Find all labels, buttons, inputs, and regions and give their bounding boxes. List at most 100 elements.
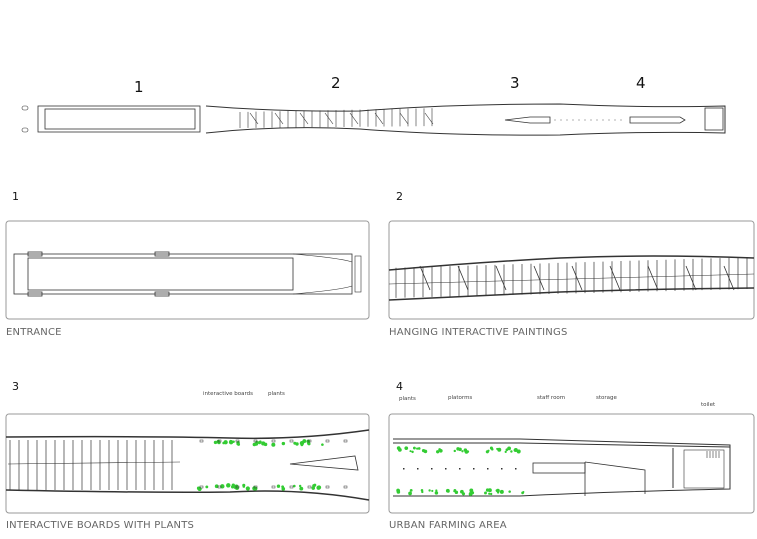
plant [423, 450, 425, 452]
bollard [22, 106, 28, 110]
board-marker [290, 486, 293, 488]
tag-plants: plants [268, 391, 285, 397]
board-marker [200, 440, 203, 442]
tag-interactive-boards: interactive boards [203, 391, 253, 397]
entrance-inner [45, 109, 195, 129]
plant [438, 448, 441, 451]
platform-dot [567, 120, 568, 121]
platform-marker [501, 468, 503, 470]
plant [435, 489, 437, 491]
panel-frame-2 [389, 221, 754, 319]
plant [510, 450, 512, 452]
plant [299, 487, 303, 491]
hanging-painting [648, 266, 658, 290]
plant [316, 486, 320, 490]
plant [397, 446, 401, 450]
overview-label-3: 3 [510, 74, 520, 92]
plant [496, 489, 500, 493]
platform-marker [473, 468, 475, 470]
board-marker [290, 440, 293, 442]
tunnel-walls [393, 439, 730, 496]
overview-label-1: 1 [134, 78, 144, 96]
panel-frame-1 [6, 221, 369, 319]
panel-1-caption: ENTRANCE [6, 327, 62, 338]
plant [411, 451, 413, 453]
plant [454, 450, 456, 452]
board-marker [272, 486, 275, 488]
plant [522, 491, 524, 493]
board-marker [344, 486, 347, 488]
plant [226, 484, 230, 488]
tag-plants: plants [399, 396, 416, 402]
entrance-inner [28, 258, 293, 290]
gallery-axis [389, 274, 754, 284]
board-marker [272, 440, 275, 442]
plant [435, 491, 439, 495]
platform-dot [561, 120, 562, 121]
plant [428, 489, 430, 491]
plant [408, 491, 412, 495]
plant [410, 489, 413, 492]
panel-4-caption: URBAN FARMING AREA [389, 520, 507, 531]
plant [500, 490, 504, 494]
platform-marker [445, 468, 447, 470]
tunnel-outline [206, 104, 725, 135]
painting-board [350, 113, 358, 124]
plant [205, 485, 208, 488]
plant [488, 493, 490, 495]
plant [312, 484, 315, 487]
plant [456, 447, 459, 450]
panel-2-caption: HANGING INTERACTIVE PAINTINGS [389, 327, 568, 338]
hanging-painting [686, 266, 696, 290]
platform-dot [603, 120, 604, 121]
hanging-painting [572, 266, 582, 290]
board-marker [326, 486, 329, 488]
platform-dot [609, 120, 610, 121]
platform-marker [459, 468, 461, 470]
painting-board [400, 113, 408, 124]
plant [508, 490, 511, 493]
plant [497, 448, 501, 452]
painting-board [250, 113, 258, 124]
plant [282, 442, 285, 445]
platform-marker [515, 468, 517, 470]
plant [299, 485, 301, 487]
plant [223, 440, 227, 444]
plant [421, 489, 424, 492]
platform-dot [591, 120, 592, 121]
plant [431, 490, 433, 492]
staff-room [533, 463, 585, 473]
plant [214, 441, 217, 444]
platform-dot [615, 120, 616, 121]
hanging-painting [458, 266, 468, 290]
plant [418, 447, 421, 450]
panel-3-number: 3 [12, 380, 19, 393]
hanging-painting [534, 266, 544, 290]
panel-2-number: 2 [396, 190, 403, 203]
plant [404, 446, 408, 450]
tag-storage: storage [596, 395, 617, 401]
tag-staff-room: staff room [537, 395, 565, 401]
platform-dot [621, 120, 622, 121]
entrance-gate [355, 256, 361, 292]
plant [277, 485, 280, 488]
plant [271, 443, 275, 447]
platform-marker [417, 468, 419, 470]
plant [264, 443, 268, 447]
tag-toilet: toilet [701, 402, 715, 408]
platform [290, 456, 358, 470]
tunnel-walls [6, 430, 369, 500]
plant [461, 450, 463, 452]
platform [505, 117, 550, 123]
tunnel-mouth [293, 254, 352, 294]
platform [630, 117, 685, 123]
board-marker [308, 486, 311, 488]
plant [246, 486, 250, 490]
plant [436, 450, 439, 453]
board-marker [344, 440, 347, 442]
tunnel-walls [389, 256, 754, 300]
overview-label-2: 2 [331, 74, 341, 92]
plant [471, 492, 474, 495]
board-marker [326, 440, 329, 442]
